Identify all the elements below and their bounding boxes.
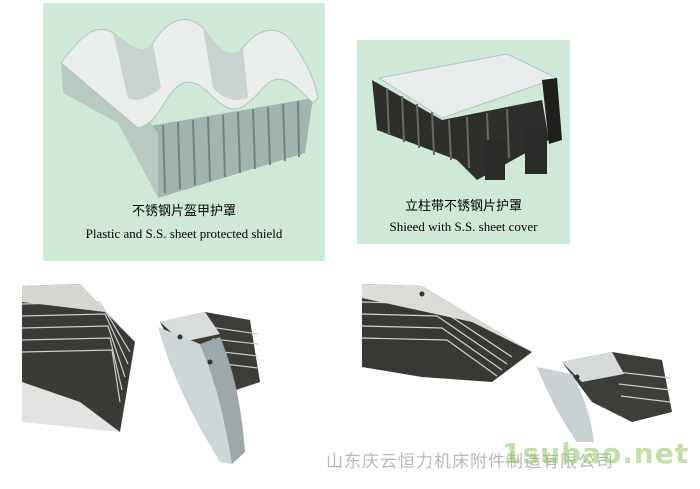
cover-caption-en: Shieed with S.S. sheet cover [389,219,538,234]
telescopic-cover-photo-left [21,284,260,464]
armor-caption-en: Plastic and S.S. sheet protected shield [85,226,283,241]
panel-column-cover: 立柱带不锈钢片护罩 Shieed with S.S. sheet cover [357,40,570,244]
cover-caption-cn: 立柱带不锈钢片护罩 [404,199,522,214]
armor-caption-cn: 不锈钢片盔甲护罩 [131,204,236,219]
panel-armor-shield: 不锈钢片盔甲护罩 Plastic and S.S. sheet protecte… [43,3,325,261]
photo-bottom-left [20,282,320,472]
watermark-logo: 1subao.net [502,437,690,470]
column-cover-illustration [372,53,562,180]
photo-bottom-right [362,282,682,442]
telescopic-cover-photo-right [362,284,672,442]
watermark-company: 山东庆云恒力机床附件制造有限公司 [326,452,614,472]
watermark: 山东庆云恒力机床附件制造有限公司 1subao.net [326,437,696,473]
armor-shield-illustration [60,19,319,198]
